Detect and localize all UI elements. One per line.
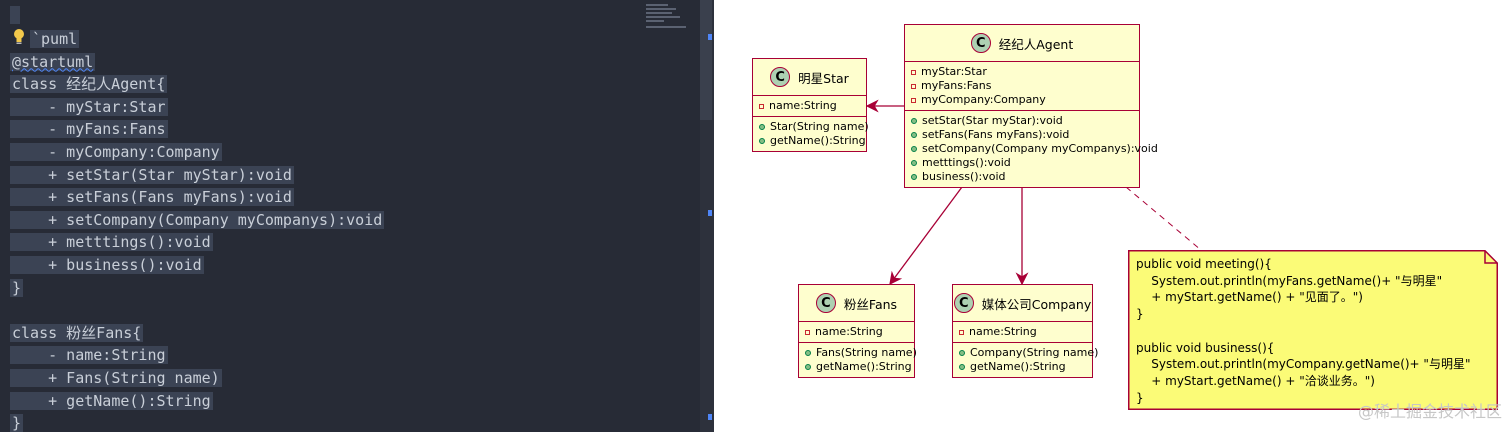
public-method-icon [805, 350, 811, 356]
method: getName():String [816, 360, 912, 373]
code-line-17[interactable]: } [10, 414, 24, 432]
code-line-15[interactable]: + Fans(String name) [10, 368, 222, 387]
class-company: C 媒体公司Company name:String Company(String… [952, 284, 1098, 378]
note-text: public void meeting(){ System.out.printl… [1136, 257, 1471, 405]
class-c-icon: C [770, 67, 791, 87]
field: myCompany:Company [921, 93, 1046, 106]
class-name: 经纪人Agent [998, 36, 1074, 52]
scrollbar-thumb[interactable] [700, 0, 712, 120]
public-method-icon [911, 174, 917, 180]
private-field-icon [959, 329, 964, 335]
code-line-11[interactable]: } [10, 278, 24, 297]
class-star: C 明星Star name:String Star(String name) g… [752, 58, 869, 152]
selection-highlight [10, 6, 20, 24]
method: Star(String name) [770, 120, 869, 133]
class-methods: setStar(Star myStar):void setFans(Fans m… [905, 111, 1158, 187]
class-fields: name:String [799, 322, 914, 343]
code-line-2[interactable]: class 经纪人Agent{ [10, 75, 168, 94]
class-header: C 媒体公司Company [953, 285, 1092, 322]
method: Fans(String name) [816, 346, 917, 359]
class-fields: name:String [953, 322, 1092, 343]
note-connector [1125, 186, 1202, 251]
class-name: 媒体公司Company [981, 296, 1092, 312]
method: getName():String [970, 360, 1066, 373]
scroll-marker [708, 210, 712, 216]
private-field-icon [911, 97, 916, 103]
method: setFans(Fans myFans):void [922, 128, 1070, 141]
lightbulb-icon[interactable] [12, 28, 26, 46]
method: Company(String name) [970, 346, 1099, 359]
public-method-icon [911, 146, 917, 152]
class-fans: C 粉丝Fans name:String Fans(String name) g… [798, 284, 917, 378]
scroll-marker [708, 414, 712, 420]
public-method-icon [911, 160, 917, 166]
field: name:String [769, 99, 837, 112]
class-fields: name:String [753, 96, 866, 117]
code-editor[interactable]: `puml @startuml class 经纪人Agent{ - myStar… [0, 0, 714, 432]
class-header: C 经纪人Agent [905, 25, 1139, 62]
minimap[interactable] [640, 0, 696, 432]
code-line-8[interactable]: + setCompany(Company myCompanys):void [10, 210, 385, 229]
field: myFans:Fans [921, 79, 992, 92]
class-agent: C 经纪人Agent myStar:Star myFans:Fans myCom… [904, 24, 1158, 188]
field: name:String [815, 325, 883, 338]
public-method-icon [911, 132, 917, 138]
class-header: C 粉丝Fans [799, 285, 914, 322]
code-line-13[interactable]: class 粉丝Fans{ [10, 323, 144, 342]
method: setStar(Star myStar):void [922, 114, 1063, 127]
method: business():void [922, 170, 1006, 183]
relationship-arrows [865, 99, 1202, 286]
class-methods: Company(String name) getName():String [953, 343, 1098, 377]
class-c-icon: C [815, 293, 836, 313]
agent-to-fans-arrow [889, 186, 963, 286]
method: metttings():void [922, 156, 1011, 169]
watermark: @稀土掘金技术社区 [1357, 402, 1502, 421]
public-method-icon [759, 124, 765, 130]
class-header: C 明星Star [753, 59, 866, 96]
private-field-icon [911, 83, 916, 89]
note-shape [1128, 250, 1498, 410]
public-method-icon [759, 138, 765, 144]
code-line-3[interactable]: - myStar:Star [10, 97, 168, 116]
code-line-14[interactable]: - name:String [10, 346, 168, 365]
code-line-4[interactable]: - myFans:Fans [10, 120, 168, 139]
public-method-icon [911, 118, 917, 124]
public-method-icon [959, 364, 965, 370]
code-lines[interactable]: `puml @startuml class 经纪人Agent{ - myStar… [10, 28, 385, 432]
scroll-marker [708, 34, 712, 40]
class-methods: Star(String name) getName():String [753, 117, 869, 151]
method: getName():String [770, 134, 866, 147]
code-line-9[interactable]: + metttings():void [10, 233, 213, 252]
private-field-icon [911, 69, 916, 75]
code-line-7[interactable]: + setFans(Fans myFans):void [10, 188, 294, 207]
code-line-6[interactable]: + setStar(Star myStar):void [10, 165, 294, 184]
code-line-10[interactable]: + business():void [10, 255, 204, 274]
class-name: 明星Star [798, 70, 849, 86]
code-line-fence[interactable]: `puml [30, 30, 80, 48]
class-fields: myStar:Star myFans:Fans myCompany:Compan… [905, 62, 1139, 111]
field: name:String [969, 325, 1037, 338]
field: myStar:Star [921, 65, 987, 78]
public-method-icon [959, 350, 965, 356]
uml-diagram-preview: C 经纪人Agent myStar:Star myFans:Fans myCom… [714, 0, 1512, 432]
private-field-icon [759, 103, 764, 109]
class-c-icon: C [970, 33, 991, 53]
code-line-5[interactable]: - myCompany:Company [10, 142, 222, 161]
uml-note: public void meeting(){ System.out.printl… [1128, 250, 1498, 410]
class-c-icon: C [953, 293, 974, 313]
public-method-icon [805, 364, 811, 370]
code-line-1[interactable]: @startuml [10, 52, 96, 71]
code-line-16[interactable]: + getName():String [10, 391, 213, 410]
private-field-icon [805, 329, 810, 335]
vertical-scrollbar[interactable] [700, 0, 714, 432]
class-name: 粉丝Fans [843, 296, 898, 312]
method: setCompany(Company myCompanys):void [922, 142, 1158, 155]
class-methods: Fans(String name) getName():String [799, 343, 917, 377]
